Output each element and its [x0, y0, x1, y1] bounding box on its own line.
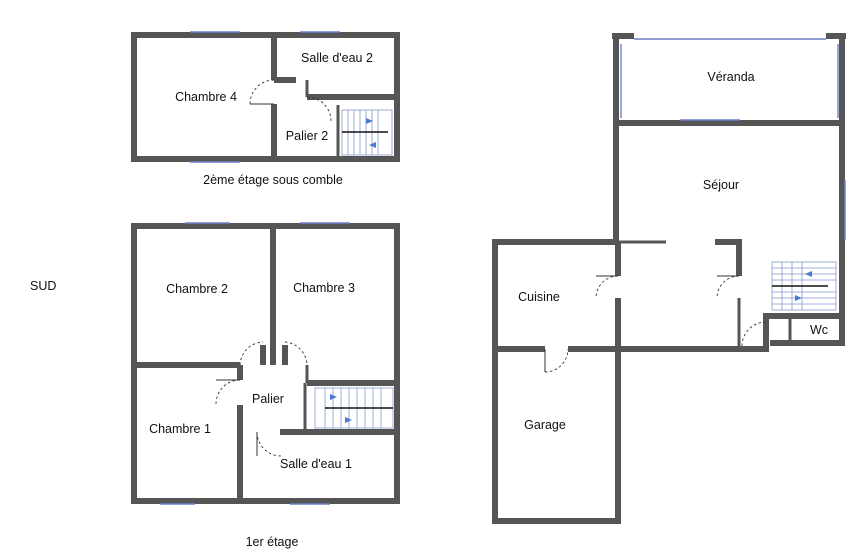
staircase [341, 109, 393, 156]
room-label-salle-eau1: Salle d'eau 1 [280, 457, 352, 471]
door-swing [306, 96, 332, 122]
first-floor-plan: Chambre 2 Chambre 3 Palier Chambre 1 Sal… [131, 222, 400, 549]
room-label-wc: Wc [810, 323, 828, 337]
staircase [314, 387, 394, 429]
door-swing [544, 348, 569, 373]
room-label-chambre3: Chambre 3 [293, 281, 355, 295]
room-label-sejour: Séjour [703, 178, 739, 192]
room-label-salle-eau2: Salle d'eau 2 [301, 51, 373, 65]
room-label-veranda: Véranda [707, 70, 754, 84]
staircase [771, 261, 837, 311]
door-swing [249, 79, 275, 105]
room-label-chambre4: Chambre 4 [175, 90, 237, 104]
door-swing [741, 321, 767, 347]
room-label-chambre1: Chambre 1 [149, 422, 211, 436]
door-swing [215, 379, 241, 405]
wc-wall [763, 313, 845, 349]
wall-sejour-partition [715, 239, 742, 276]
door-swing [256, 431, 282, 457]
caption-first-floor: 1er étage [246, 535, 299, 549]
room-label-cuisine: Cuisine [518, 290, 560, 304]
room-label-garage: Garage [524, 418, 566, 432]
door-swing [284, 341, 308, 366]
room-label-palier2: Palier 2 [286, 129, 328, 143]
room-label-chambre2: Chambre 2 [166, 282, 228, 296]
ground-floor-plan: Véranda Séjour Cuisine Wc Garage [492, 33, 846, 524]
door-swing [716, 275, 740, 299]
veranda-wall [613, 36, 845, 126]
attic-floor-plan: Chambre 4 Salle d'eau 2 Palier 2 2ème ét… [131, 31, 400, 187]
door-swing [595, 275, 619, 299]
room-label-palier: Palier [252, 392, 284, 406]
orientation-label: SUD [30, 279, 56, 293]
door-swing [239, 341, 264, 366]
caption-attic-floor: 2ème étage sous comble [203, 173, 343, 187]
